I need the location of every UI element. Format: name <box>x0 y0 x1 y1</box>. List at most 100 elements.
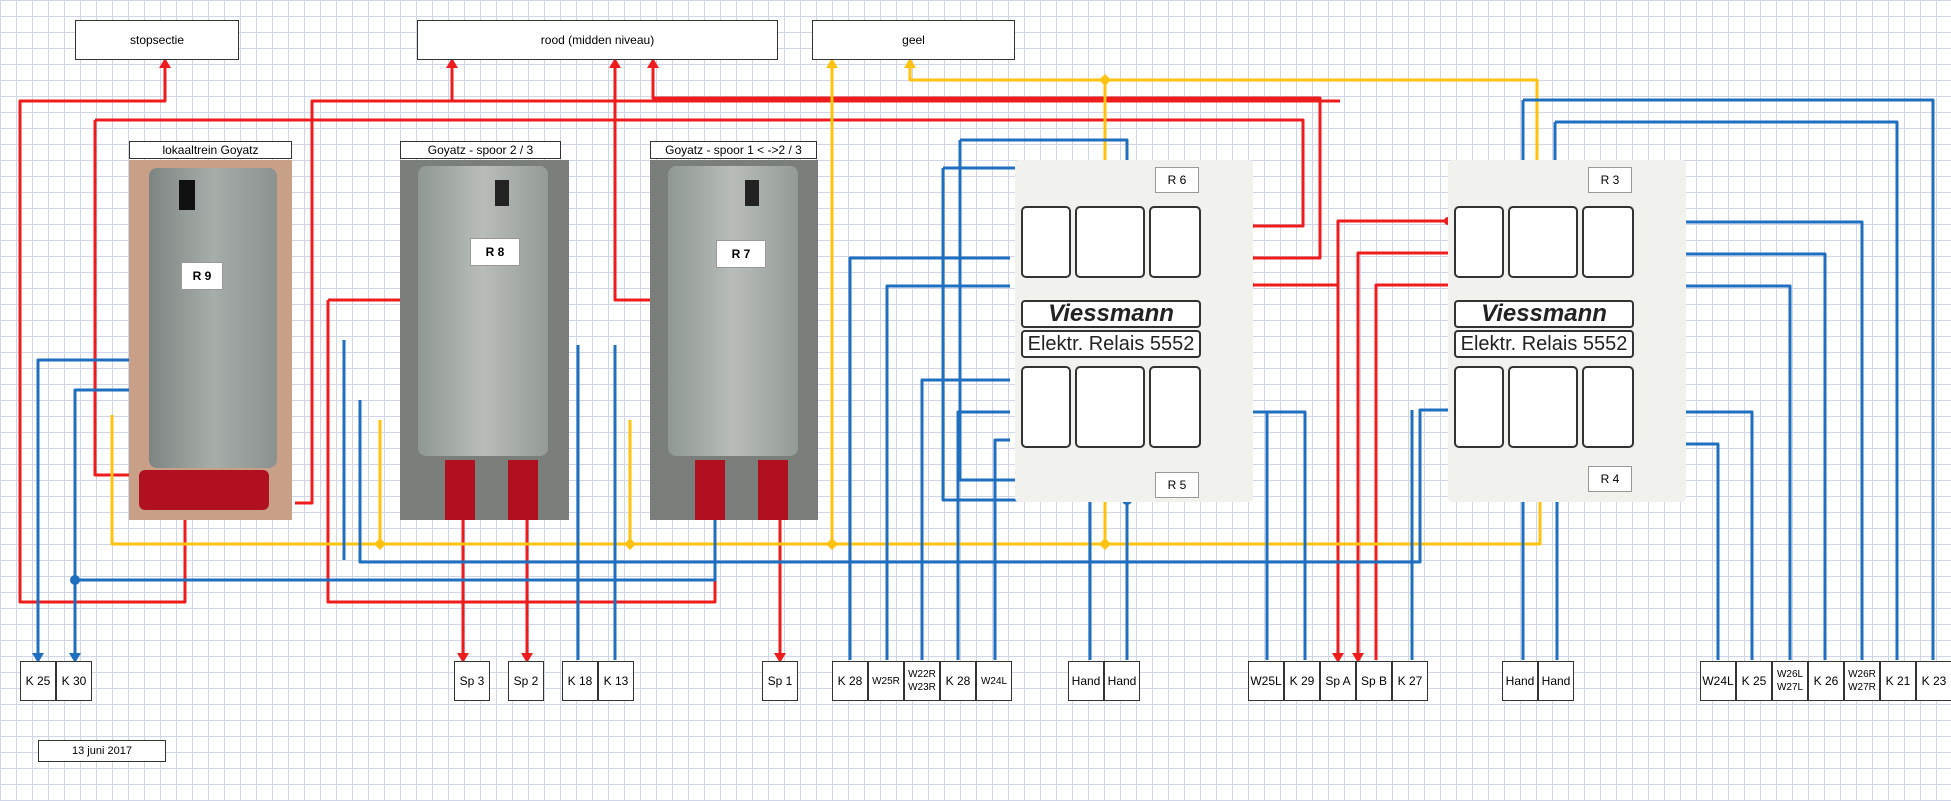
relay-label-r4: R 4 <box>1588 466 1632 492</box>
terminal-label: Sp B <box>1360 673 1387 688</box>
relay-label-r6-text: R 6 <box>1167 173 1187 187</box>
terminal-label: K 27 <box>1397 673 1423 688</box>
blue-wire-k28 <box>848 256 1010 660</box>
viessmann-relay-left: Viessmann Elektr. Relais 5552 R 6 R 5 <box>1015 160 1253 502</box>
terminal: K 18 <box>562 661 598 701</box>
relay-model: Elektr. Relais 5552 <box>1454 330 1634 358</box>
caption-r7: Goyatz - spoor 1 < ->2 / 3 <box>650 141 817 159</box>
terminal: W25R <box>868 661 904 701</box>
terminal: W26L W27L <box>1772 661 1808 701</box>
terminal: W22R W23R <box>904 661 940 701</box>
terminal-label: K 30 <box>61 673 87 688</box>
date-box: 13 juni 2017 <box>38 740 166 762</box>
relay-cell-switch <box>1582 366 1634 448</box>
relay-cell-switch <box>1454 206 1504 278</box>
terminal-label: W25L <box>1250 673 1282 688</box>
relay-label-r5-text: R 5 <box>1167 478 1187 492</box>
terminal-label: K 28 <box>837 673 863 688</box>
relay-cell-switch <box>1021 206 1071 278</box>
terminal: Sp 3 <box>454 661 490 701</box>
terminal-label: K 25 <box>25 673 51 688</box>
terminal-label: Sp A <box>1325 673 1351 688</box>
terminal: Sp 1 <box>762 661 798 701</box>
plug-r8-a <box>445 460 475 520</box>
terminal-label: W25R <box>872 675 900 687</box>
terminal-label: Sp 3 <box>459 673 485 688</box>
terminal: K 27 <box>1392 661 1428 701</box>
relay-label-r8: R 8 <box>470 238 520 266</box>
caption-r7-text: Goyatz - spoor 1 < ->2 / 3 <box>665 143 802 157</box>
relay-cell-switch <box>1582 206 1634 278</box>
terminal-label: K 23 <box>1921 673 1947 688</box>
terminal-label: K 13 <box>603 673 629 688</box>
relay-model: Elektr. Relais 5552 <box>1021 330 1201 358</box>
geel-box: geel <box>812 20 1015 60</box>
blue-wire-k25 <box>36 358 170 660</box>
photo-r7: R 7 <box>650 160 818 520</box>
relay-label-r8-text: R 8 <box>485 245 505 259</box>
relay-label-r4-text: R 4 <box>1600 472 1620 486</box>
plug-r7-b <box>758 460 788 520</box>
relay-cell-switch <box>1454 366 1504 448</box>
terminal: Hand <box>1068 661 1104 701</box>
rood-label: rood (midden niveau) <box>540 33 655 47</box>
terminal: Hand <box>1538 661 1574 701</box>
yellow-wires <box>110 67 1542 546</box>
terminal: Hand <box>1104 661 1140 701</box>
relay-cell-switch <box>1021 366 1071 448</box>
relay-label-r9-text: R 9 <box>192 269 212 283</box>
terminal-label: K 28 <box>945 673 971 688</box>
terminal-label: K 18 <box>567 673 593 688</box>
terminal-label: K 29 <box>1289 673 1315 688</box>
relay-cell-coil <box>1508 366 1578 448</box>
terminal-label: Hand <box>1107 673 1137 688</box>
plugs-r9 <box>139 470 269 510</box>
blue-wire-k29 <box>1250 410 1307 660</box>
terminal-label: W26L W27L <box>1776 669 1804 693</box>
relay-body-r8 <box>418 166 548 456</box>
stopsectie-box: stopsectie <box>75 20 239 60</box>
terminal: Sp 2 <box>508 661 544 701</box>
stopsectie-label: stopsectie <box>129 33 185 47</box>
terminal-label: W26R W27R <box>1848 669 1876 693</box>
red-wire-top-r6 <box>95 118 1305 228</box>
terminal: K 26 <box>1808 661 1844 701</box>
caption-r9-text: lokaaltrein Goyatz <box>162 143 259 157</box>
terminal: Sp B <box>1356 661 1392 701</box>
caption-r9: lokaaltrein Goyatz <box>129 141 292 159</box>
photo-r8: R 8 <box>400 160 569 520</box>
relay-cell-switch <box>1149 206 1201 278</box>
relay-cell-coil <box>1075 366 1145 448</box>
plug-r8-b <box>508 460 538 520</box>
relay-cell-coil <box>1508 206 1578 278</box>
terminal: K 23 <box>1916 661 1951 701</box>
terminal-label: K 26 <box>1813 673 1839 688</box>
red-wire-rood-r6 <box>651 67 1322 260</box>
terminal-label: W24L <box>1702 673 1734 688</box>
red-wires <box>18 61 1455 660</box>
relay-label-r7-text: R 7 <box>731 247 751 261</box>
terminal-label: Hand <box>1541 673 1571 688</box>
relay-body-r9 <box>149 168 277 468</box>
relay-label-r5: R 5 <box>1155 472 1199 498</box>
relay-cell-coil <box>1075 206 1145 278</box>
terminal-label: Sp 1 <box>767 673 793 688</box>
arrowheads <box>32 58 1364 663</box>
red-wire-r9 <box>295 67 454 505</box>
terminal: W26R W27R <box>1844 661 1880 701</box>
plug-r7-a <box>695 460 725 520</box>
terminal: K 25 <box>20 661 56 701</box>
relay-label-r7: R 7 <box>716 240 766 268</box>
blue-wire-k21 <box>1555 120 1899 660</box>
caption-r8-text: Goyatz - spoor 2 / 3 <box>427 143 534 157</box>
relay-label-r9: R 9 <box>181 262 223 290</box>
terminal-label: W22R W23R <box>908 669 936 693</box>
terminal-label: K 25 <box>1741 673 1767 688</box>
terminal-label: W24L <box>980 675 1008 687</box>
terminal: K 13 <box>598 661 634 701</box>
terminal: K 25 <box>1736 661 1772 701</box>
terminal: W24L <box>976 661 1012 701</box>
red-wire-stopsectie <box>18 67 187 604</box>
red-wire-spB <box>1356 251 1455 660</box>
terminal-label: Hand <box>1071 673 1101 688</box>
